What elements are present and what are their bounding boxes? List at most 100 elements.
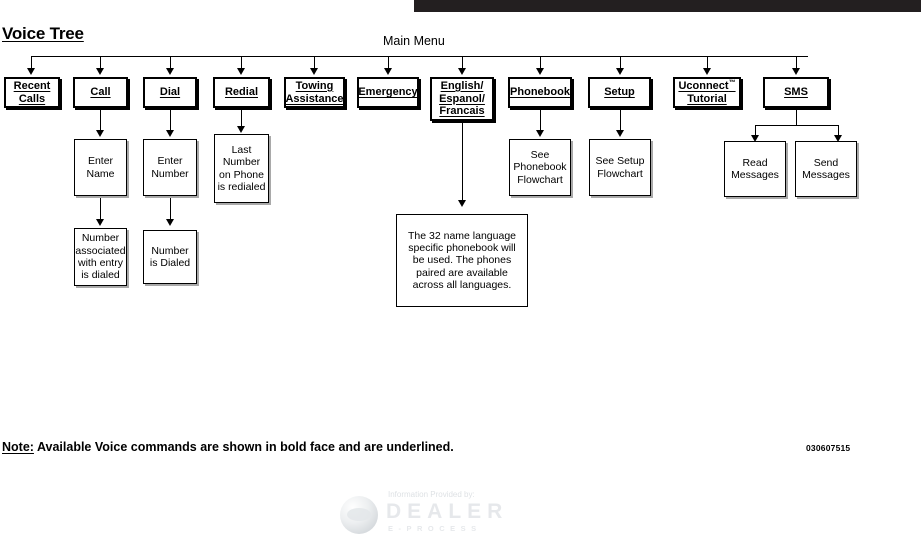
arrowhead-recent-calls	[27, 68, 35, 75]
arrowhead-setup	[616, 68, 624, 75]
main-menu-label: Main Menu	[383, 34, 445, 48]
footer-note: Note: Available Voice commands are shown…	[2, 440, 454, 454]
connector-recent-calls	[31, 56, 32, 70]
connector-uconnect-tutorial	[707, 56, 708, 70]
node-number-associated-dialed: Number associated with entry is dialed	[74, 228, 127, 286]
node-sms[interactable]: SMS	[763, 77, 829, 108]
node-towing-assistance-label: Towing Assistance	[285, 79, 344, 105]
node-read-messages: Read Messages	[724, 141, 786, 197]
node-language[interactable]: English/ Espanol/ Francais	[430, 77, 494, 121]
node-emergency[interactable]: Emergency	[357, 77, 419, 108]
page-title: Voice Tree	[2, 24, 84, 43]
node-emergency-label: Emergency	[358, 86, 418, 99]
node-call-label: Call	[90, 86, 111, 99]
node-enter-number-label: Enter Number	[151, 155, 189, 180]
watermark-tagline: E-PROCESS	[388, 524, 482, 533]
node-enter-name-label: Enter Name	[86, 155, 115, 180]
node-redial-label: Redial	[224, 86, 258, 99]
node-uconnect-tutorial[interactable]: Uconnect™ Tutorial	[673, 77, 741, 108]
node-language-note: The 32 name language specific phonebook …	[396, 214, 528, 307]
node-phonebook[interactable]: Phonebook	[508, 77, 572, 108]
main-menu-bus-line	[31, 56, 808, 57]
arrowhead-language	[458, 68, 466, 75]
connector-call	[100, 56, 101, 70]
globe-icon	[340, 496, 378, 534]
watermark-brand: DEALER	[386, 500, 509, 523]
node-uconnect-tutorial-label: Uconnect™ Tutorial	[678, 78, 736, 105]
arrowhead-enter-number	[166, 130, 174, 137]
node-towing-assistance[interactable]: Towing Assistance	[284, 77, 345, 108]
node-language-label: English/ Espanol/ Francais	[439, 79, 485, 118]
arrowhead-emergency	[384, 68, 392, 75]
arrowhead-last-number-redialed	[237, 126, 245, 133]
connector-sms-split	[755, 125, 838, 126]
connector-sms-stem	[796, 110, 797, 125]
arrowhead-language-note	[458, 200, 466, 207]
top-black-bar	[414, 0, 921, 12]
connector-call-to-enter-name	[100, 110, 101, 132]
arrowhead-uconnect-tutorial	[703, 68, 711, 75]
connector-towing-assistance	[314, 56, 315, 70]
arrowhead-see-phonebook-flowchart	[536, 130, 544, 137]
connector-sms-to-read	[755, 125, 756, 138]
node-see-setup-flowchart: See Setup Flowchart	[589, 139, 651, 196]
arrowhead-number-is-dialed	[166, 219, 174, 226]
node-call[interactable]: Call	[73, 77, 128, 108]
connector-sms	[796, 56, 797, 70]
trademark-icon: ™	[728, 78, 736, 86]
watermark-logo: Information Provided by: DEALER E-PROCES…	[340, 488, 520, 538]
node-setup-label: Setup	[604, 86, 635, 99]
node-recent-calls[interactable]: Recent Calls	[4, 77, 60, 108]
document-code: 030607515	[806, 443, 851, 453]
connector-phonebook-to-flowchart	[540, 110, 541, 132]
node-setup[interactable]: Setup	[588, 77, 651, 108]
node-phonebook-label: Phonebook	[510, 86, 570, 99]
arrowhead-see-setup-flowchart	[616, 130, 624, 137]
arrowhead-towing-assistance	[310, 68, 318, 75]
connector-enter-name-to-number-associated	[100, 198, 101, 220]
arrowhead-enter-name	[96, 130, 104, 137]
footer-note-text: Available Voice commands are shown in bo…	[33, 440, 454, 454]
node-language-note-text: The 32 name language specific phonebook …	[408, 229, 516, 292]
connector-phonebook	[540, 56, 541, 70]
node-enter-number: Enter Number	[143, 139, 197, 196]
connector-emergency	[388, 56, 389, 70]
connector-sms-to-send	[838, 125, 839, 138]
node-last-number-redialed-label: Last Number on Phone is redialed	[217, 143, 266, 193]
arrowhead-send-messages	[834, 135, 842, 142]
connector-language-to-note	[462, 123, 463, 203]
connector-redial-to-last-number	[241, 110, 242, 128]
footer-note-keyword: Note:	[2, 440, 34, 454]
connector-redial	[241, 56, 242, 70]
node-redial[interactable]: Redial	[213, 77, 270, 108]
arrowhead-redial	[237, 68, 245, 75]
arrowhead-call	[96, 68, 104, 75]
node-see-setup-flowchart-label: See Setup Flowchart	[595, 155, 645, 180]
arrowhead-phonebook	[536, 68, 544, 75]
node-number-is-dialed: Number is Dialed	[143, 230, 197, 284]
connector-enter-number-to-number-dialed	[170, 198, 171, 220]
node-send-messages-label: Send Messages	[802, 156, 850, 181]
arrowhead-dial	[166, 68, 174, 75]
node-number-associated-dialed-label: Number associated with entry is dialed	[75, 232, 126, 282]
node-enter-name: Enter Name	[74, 139, 127, 196]
node-recent-calls-label: Recent Calls	[13, 79, 51, 105]
node-see-phonebook-flowchart-label: See Phonebook Flowchart	[513, 148, 567, 186]
arrowhead-number-associated-dialed	[96, 219, 104, 226]
watermark-provided-by: Information Provided by:	[388, 490, 475, 499]
arrowhead-sms	[792, 68, 800, 75]
node-sms-label: SMS	[784, 86, 808, 99]
connector-dial-to-enter-number	[170, 110, 171, 132]
node-last-number-redialed: Last Number on Phone is redialed	[214, 134, 269, 203]
node-number-is-dialed-label: Number is Dialed	[149, 244, 191, 269]
node-dial-label: Dial	[159, 86, 181, 99]
connector-language	[462, 56, 463, 70]
connector-dial	[170, 56, 171, 70]
node-read-messages-label: Read Messages	[731, 156, 779, 181]
node-dial[interactable]: Dial	[143, 77, 197, 108]
connector-setup-to-flowchart	[620, 110, 621, 132]
node-see-phonebook-flowchart: See Phonebook Flowchart	[509, 139, 571, 196]
connector-setup	[620, 56, 621, 70]
arrowhead-read-messages	[751, 135, 759, 142]
